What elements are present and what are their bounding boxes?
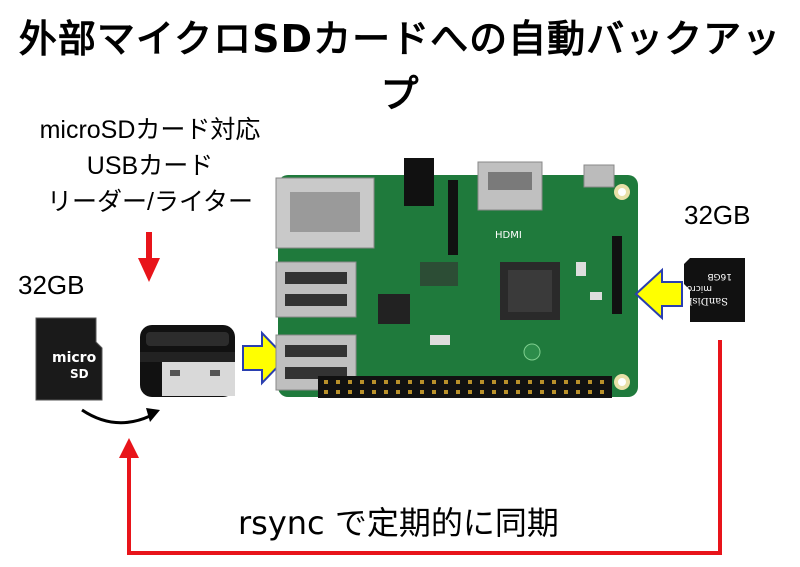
hdmi-label: HDMI (495, 230, 522, 241)
raspberry-pi-board: HDMI (275, 158, 638, 398)
reader-label-line-1: microSDカード対応 (39, 116, 261, 144)
yellow-arrow-usb-icon (242, 330, 288, 386)
left-card-logo-top: micro (52, 350, 97, 366)
yellow-arrow-sd-slot-icon (634, 267, 683, 321)
left-microsd-card-icon: micro SD (35, 317, 103, 401)
page-title: 外部マイクロSDカードへの自動バックアップ (18, 17, 782, 116)
reader-label-line-2: USBカード (86, 152, 214, 180)
right-card-brand: SanDisk (685, 295, 728, 306)
down-arrow-icon (138, 232, 160, 282)
right-card-capacity: 32GB (684, 200, 751, 230)
left-card-logo-bottom: SD (70, 367, 89, 381)
right-microsd-card-icon: SanDisk 16GB micro (684, 258, 745, 322)
usb-card-reader-icon (140, 325, 235, 397)
sync-loop-arrow-icon (119, 340, 722, 555)
rsync-sync-label: rsync で定期的に同期 (238, 504, 559, 542)
reader-label-line-3: リーダー/ライター (47, 188, 253, 216)
insert-curve-arrow-icon (81, 408, 160, 425)
right-card-size: 16GB (707, 271, 732, 281)
left-card-capacity: 32GB (18, 270, 85, 300)
right-card-logo: micro (686, 283, 712, 293)
card-reader-label: microSDカード対応 USBカード リーダー/ライター (15, 112, 285, 220)
